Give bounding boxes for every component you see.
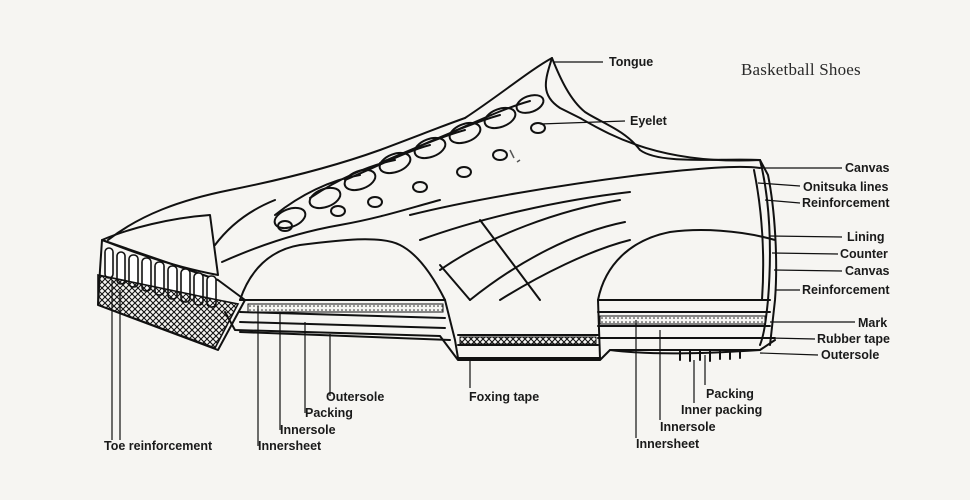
onitsuka-stripes xyxy=(409,165,761,301)
label-foxing-tape: Foxing tape xyxy=(469,390,540,404)
label-tongue: Tongue xyxy=(609,55,654,69)
label-outersole-front: Outersole xyxy=(326,390,385,404)
label-inner-packing: Inner packing xyxy=(681,403,763,417)
diagram-title: Basketball Shoes xyxy=(741,60,861,79)
front-innersole-dots xyxy=(247,303,444,313)
label-reinforcement-upper: Reinforcement xyxy=(802,196,890,210)
label-canvas-inner: Canvas xyxy=(845,264,890,278)
label-innersole-rear: Innersole xyxy=(660,420,716,434)
label-innersole-front: Innersole xyxy=(280,423,336,437)
label-mark: Mark xyxy=(858,316,888,330)
label-innersheet-front: Innersheet xyxy=(258,439,322,453)
label-toe-reinforcement: Toe reinforcement xyxy=(104,439,213,453)
rear-innersole-dots xyxy=(599,315,766,325)
label-packing-rear: Packing xyxy=(706,387,754,401)
label-reinforcement-heel: Reinforcement xyxy=(802,283,890,297)
foxing-tape xyxy=(444,299,601,359)
upper-collar xyxy=(544,57,778,346)
label-rubber-tape: Rubber tape xyxy=(817,332,890,346)
label-outersole-heel: Outersole xyxy=(821,348,880,362)
eyelets xyxy=(277,122,546,232)
heel-lines xyxy=(759,159,771,346)
upper-top-line xyxy=(107,117,466,241)
rear-cutaway xyxy=(597,229,776,301)
label-packing-front: Packing xyxy=(305,406,353,420)
leader-lines xyxy=(111,61,855,446)
toe-bumper xyxy=(97,239,246,351)
laces xyxy=(273,94,545,230)
outsole-bottom xyxy=(224,311,776,361)
tongue-shape xyxy=(464,57,761,161)
label-innersheet-rear: Innersheet xyxy=(636,437,700,451)
label-canvas-outer: Canvas xyxy=(845,161,890,175)
label-eyelet: Eyelet xyxy=(630,114,667,128)
label-lining: Lining xyxy=(847,230,885,244)
front-cutaway xyxy=(239,238,446,301)
toe-outsole-hatch xyxy=(97,274,240,349)
label-onitsuka-lines: Onitsuka lines xyxy=(803,180,889,194)
label-counter: Counter xyxy=(840,247,888,261)
